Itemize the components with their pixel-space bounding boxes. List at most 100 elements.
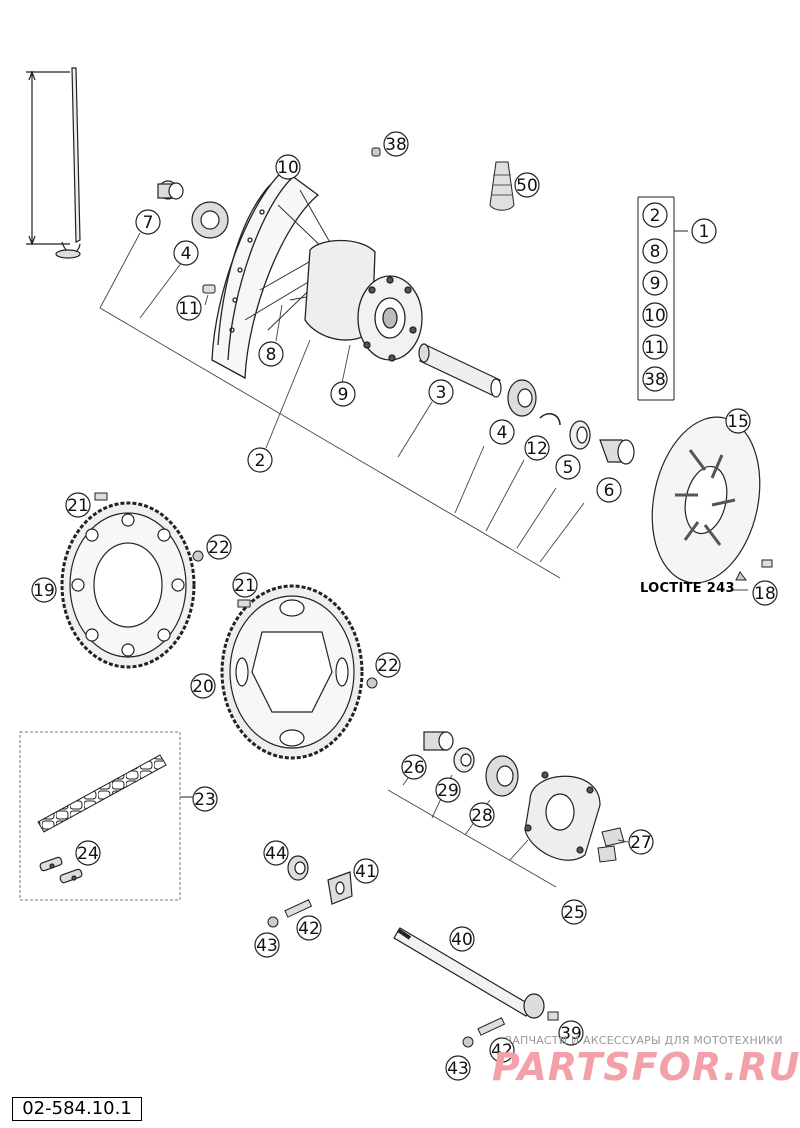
adjuster-nut-part-43-top [267,916,279,928]
callout-22a: 22 [208,538,230,558]
sprocket-bolt-part-21-left [94,492,108,501]
callout-circle-11 [176,295,202,321]
kit-item-8: 8 [650,242,661,262]
sprocket-nut-part-22-left [192,550,204,562]
callout-5: 5 [563,458,574,478]
callout-10: 10 [277,158,299,178]
seal-part-5 [569,420,591,450]
callout-4a: 4 [181,244,192,264]
callout-41: 41 [355,862,377,882]
watermark-tagline: ЗАПЧАСТИ И АКСЕССУАРЫ ДЛЯ МОТОТЕХНИКИ [505,1034,783,1047]
bearing-part-4-right [507,379,537,417]
kit-circle-9 [642,270,668,296]
chain-frame [19,731,181,901]
callout-circle-22a [206,534,232,560]
callout-circle-21a [65,492,91,518]
kit-circle-8 [642,238,668,264]
callout-circle-50 [514,172,540,198]
callout-circle-40 [449,926,475,952]
callout-21b: 21 [234,576,256,596]
callout-circle-38a [383,131,409,157]
axle-part-40 [393,927,545,1019]
sprocket-bolt-part-21-right [237,599,251,608]
callout-50: 50 [516,176,538,196]
kit-circle-11 [642,334,668,360]
callout-15: 15 [727,412,749,432]
damper-part-27 [597,827,625,863]
drawing-code: 02-584.10.1 [12,1097,142,1121]
adjuster-screw-part-42-bottom [477,1017,506,1036]
callout-circle-39 [558,1020,584,1046]
callout-42a: 42 [298,919,320,939]
callout-circle-44 [263,840,289,866]
circlip-part-12 [539,413,561,426]
carrier-bearing-part-28 [485,755,519,797]
sleeve-part-3 [418,343,502,398]
callout-1: 1 [699,222,710,242]
callout-8: 8 [266,345,277,365]
callout-12: 12 [526,439,548,459]
callout-22b: 22 [377,656,399,676]
kit-item-38: 38 [644,370,666,390]
callout-circle-28 [469,802,495,828]
bearing-part-4-top [191,201,229,239]
callout-circle-5 [555,454,581,480]
valve-cap-part-38 [371,147,381,157]
callout-23: 23 [194,790,216,810]
callout-circle-4a [173,240,199,266]
adjuster-bushing-part-44 [287,855,309,881]
callout-circle-29 [435,777,461,803]
callout-24: 24 [77,844,99,864]
callout-circle-1 [691,218,717,244]
callout-circle-43a [254,932,280,958]
callout-44: 44 [265,844,287,864]
callout-circle-42b [489,1037,515,1063]
carrier-spacer-part-26 [423,731,454,751]
disc-bolt-part-18 [735,559,773,581]
callout-circle-41 [353,858,379,884]
kit-bracket [637,196,688,401]
callout-circle-10 [275,154,301,180]
chain-part-23 [37,754,167,833]
callout-40: 40 [451,930,473,950]
callout-3: 3 [436,383,447,403]
callout-circle-42a [296,915,322,941]
loctite-note: LOCTITE 243 [640,581,735,596]
spoke-part [26,67,81,259]
callout-42b: 42 [491,1041,513,1061]
carrier-seal-part-29 [453,747,475,773]
callout-circle-2 [247,447,273,473]
adjuster-plate-part-41 [327,871,353,905]
callout-circle-12 [524,435,550,461]
callout-27: 27 [630,833,652,853]
screw-part-11 [202,284,216,294]
callout-circle-8 [258,341,284,367]
callout-circle-23 [192,786,218,812]
kit-item-9: 9 [650,274,661,294]
callout-circle-19 [31,577,57,603]
kit-item-2: 2 [650,206,661,226]
hub-part [304,239,423,362]
kit-circle-38 [642,366,668,392]
axle-washer-part-39 [547,1011,559,1021]
grease-tube-part-50 [489,161,515,211]
callout-circle-15 [725,408,751,434]
spacer-part-7 [157,180,184,200]
callout-circle-6 [596,477,622,503]
callout-circle-4b [489,419,515,445]
callout-11: 11 [178,299,200,319]
callout-circle-3 [428,379,454,405]
sprocket-nut-part-22-right [366,677,378,689]
callout-43a: 43 [256,936,278,956]
callout-25: 25 [563,903,585,923]
callout-18: 18 [754,584,776,604]
callout-circle-27 [628,829,654,855]
callout-9: 9 [338,385,349,405]
callout-circle-18 [752,580,778,606]
spacer-part-6 [599,439,635,465]
sprocket-carrier-part-25 [524,771,601,861]
callout-39: 39 [560,1024,582,1044]
callout-circle-7 [135,209,161,235]
callout-2: 2 [255,451,266,471]
